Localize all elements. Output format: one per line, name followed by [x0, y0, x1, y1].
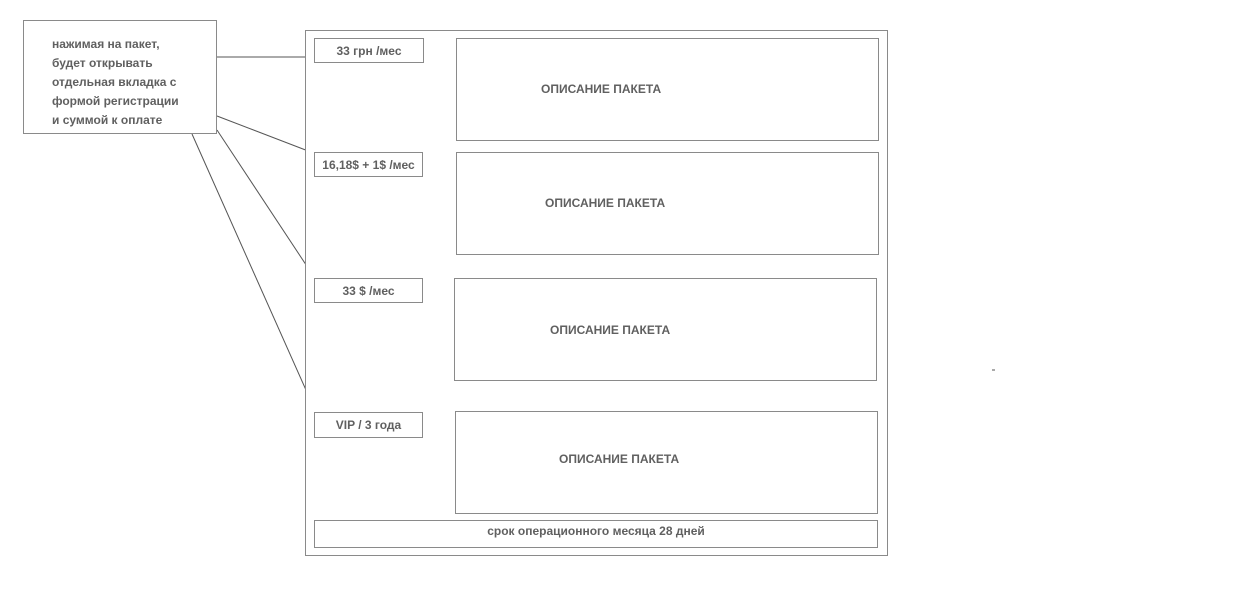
package-price-button-4[interactable]: VIP / 3 года — [314, 412, 423, 438]
operational-month-note: срок операционного месяца 28 дней — [314, 520, 878, 548]
package-description-box-3: ОПИСАНИЕ ПАКЕТА — [454, 278, 877, 381]
package-price-button-2[interactable]: 16,18$ + 1$ /мес — [314, 152, 423, 177]
connector-line — [216, 129, 321, 287]
annotation-note: нажимая на пакет, будет открывать отдель… — [23, 20, 217, 134]
connector-line — [216, 115, 317, 155]
package-description-4: ОПИСАНИЕ ПАКЕТА — [559, 452, 680, 466]
package-description-box-4: ОПИСАНИЕ ПАКЕТА — [455, 411, 878, 514]
package-description-box-2: ОПИСАНИЕ ПАКЕТА — [456, 152, 879, 255]
operational-month-text: срок операционного месяца 28 дней — [487, 524, 705, 538]
package-description-3: ОПИСАНИЕ ПАКЕТА — [550, 323, 671, 337]
package-description-2: ОПИСАНИЕ ПАКЕТА — [545, 196, 666, 210]
package-description-box-1: ОПИСАНИЕ ПАКЕТА — [456, 38, 879, 141]
connector-line — [191, 133, 323, 427]
package-price-button-3[interactable]: 33 $ /мес — [314, 278, 423, 303]
package-description-1: ОПИСАНИЕ ПАКЕТА — [541, 82, 662, 96]
package-price-button-1[interactable]: 33 грн /мес — [314, 38, 424, 63]
